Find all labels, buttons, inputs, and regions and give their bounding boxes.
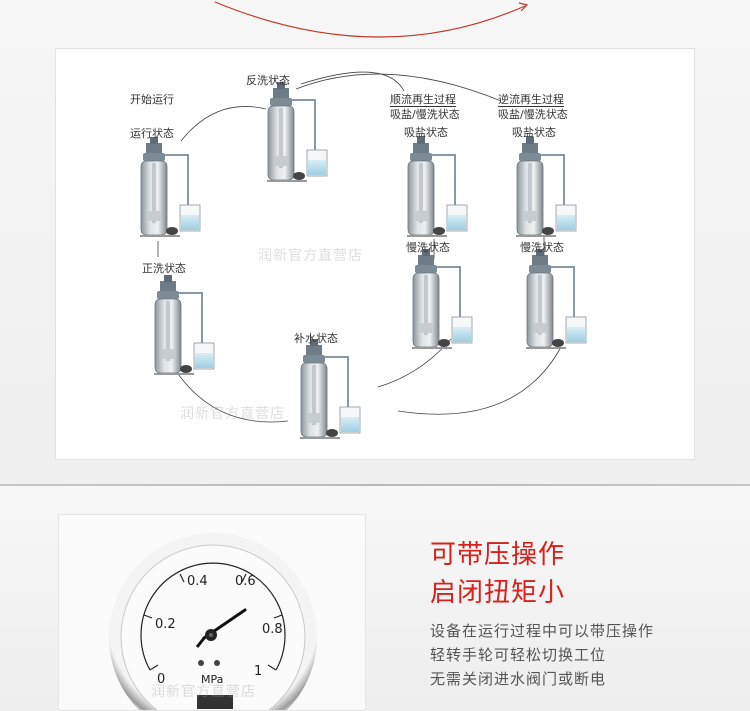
tank-backwash — [266, 81, 328, 183]
gauge-tick-1: 1 — [254, 664, 263, 679]
label-fast-rinse: 正洗状态 — [142, 262, 186, 275]
watermark-1: 润新官方直营店 — [258, 248, 363, 264]
label-slow-rinse-2: 慢洗状态 — [520, 241, 564, 254]
label-countercurrent-regen: 逆流再生过程 — [498, 93, 564, 107]
desc-line2: 轻转手轮可轻松切换工位 — [430, 646, 607, 664]
label-backwash: 反洗状态 — [246, 74, 290, 87]
label-cocurrent-sub: 吸盐/慢洗状态 — [390, 108, 460, 121]
gauge-tick-0-8: 0.8 — [262, 622, 283, 637]
tank-brine-2 — [515, 136, 577, 238]
label-start-run: 开始运行 — [130, 93, 174, 106]
tank-slow-rinse-1 — [411, 248, 473, 350]
tank-slow-rinse-2 — [525, 248, 587, 350]
gauge-tick-0-2: 0.2 — [155, 617, 176, 632]
headline-line1: 可带压操作 — [430, 540, 566, 570]
section-divider — [0, 484, 750, 486]
desc-line3: 无需关闭进水阀门或断电 — [430, 670, 607, 688]
tank-fast-rinse — [153, 274, 215, 376]
tank-run — [139, 136, 201, 238]
gauge-tick-0-6: 0.6 — [235, 574, 256, 589]
desc-line1: 设备在运行过程中可以带压操作 — [430, 622, 655, 640]
gauge-tick-0-4: 0.4 — [187, 574, 208, 589]
gauge-unit: MPa — [201, 673, 224, 686]
watermark-2: 润新官方直营店 — [180, 406, 285, 422]
tank-refill — [299, 338, 361, 440]
label-slow-rinse-1: 慢洗状态 — [406, 241, 450, 254]
pressure-gauge-icon — [109, 533, 317, 710]
pressure-gauge-photo: 0 0.2 0.4 0.6 0.8 1 MPa 润新官方直营店 — [58, 514, 366, 711]
softener-cycle-diagram: 开始运行 运行状态 反洗状态 顺流再生过程 吸盐/慢洗状态 逆流再生过程 吸盐/… — [55, 48, 695, 460]
gauge-watermark: 润新官方直营店 — [151, 684, 256, 700]
label-brine-1: 吸盐状态 — [404, 126, 448, 139]
label-refill: 补水状态 — [294, 332, 338, 345]
label-cocurrent-regen: 顺流再生过程 — [390, 93, 456, 107]
label-countercurrent-sub: 吸盐/慢洗状态 — [498, 108, 568, 121]
tank-brine-1 — [406, 136, 468, 238]
label-brine-2: 吸盐状态 — [512, 126, 556, 139]
diagram-drawing — [139, 71, 587, 440]
label-run-state: 运行状态 — [130, 127, 174, 140]
top-arc-arrow — [214, 1, 529, 38]
headline-line2: 启闭扭矩小 — [430, 578, 566, 608]
gauge-tick-0: 0 — [157, 672, 166, 687]
